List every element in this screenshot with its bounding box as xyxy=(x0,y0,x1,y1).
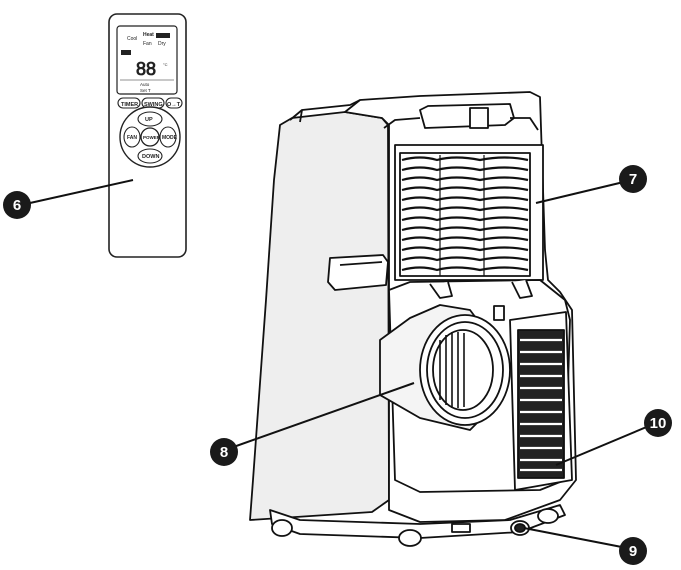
remote-auto-text: Auto xyxy=(140,82,150,87)
unit-side-handle xyxy=(327,254,389,291)
top-bracket xyxy=(419,103,515,129)
leader-6 xyxy=(29,179,134,204)
leader-lines xyxy=(29,179,657,550)
leader-8 xyxy=(224,382,415,451)
power-button-label: POWER xyxy=(143,135,161,140)
lock-button-label: O→T xyxy=(167,102,181,108)
remote-signal-bar xyxy=(156,33,170,38)
down-button-label: DOWN xyxy=(142,154,159,160)
mode-button-label: MODE xyxy=(162,135,178,141)
upper-grille-slats xyxy=(401,155,529,276)
callout-7-label: 7 xyxy=(629,171,637,188)
swing-button-label: SWING xyxy=(144,102,163,108)
down-button[interactable] xyxy=(137,148,163,164)
remote-mode-dry: Dry xyxy=(158,41,166,47)
callout-8: 8 xyxy=(210,438,238,466)
remote-screen xyxy=(116,25,178,95)
remote-mode-heat: Heat xyxy=(143,32,154,38)
lock-button[interactable] xyxy=(165,97,183,109)
remote-battery-bar xyxy=(121,50,131,55)
up-button-label: UP xyxy=(145,117,153,123)
remote-mode-cool: Cool xyxy=(127,36,137,42)
unit-base xyxy=(269,504,566,547)
callout-6: 6 xyxy=(3,191,31,219)
remote-mode-fan: Fan xyxy=(143,41,152,47)
caster-right xyxy=(537,508,559,524)
fan-button[interactable] xyxy=(123,126,141,148)
unit-side-panel xyxy=(249,111,390,521)
remote-digits: 88 xyxy=(136,59,156,79)
fan-button-label: FAN xyxy=(127,135,137,141)
callout-9-label: 9 xyxy=(629,543,637,560)
power-button[interactable] xyxy=(140,127,160,147)
caster-front-left xyxy=(271,519,293,537)
leader-10 xyxy=(555,422,657,466)
callout-6-label: 6 xyxy=(13,197,21,214)
callout-8-label: 8 xyxy=(220,444,228,461)
callout-10-label: 10 xyxy=(650,415,667,432)
timer-button-label: TIMER xyxy=(121,102,138,108)
callout-7: 7 xyxy=(619,165,647,193)
remote-set-text: Set T xyxy=(140,88,151,93)
leader-7 xyxy=(535,179,633,204)
callout-10: 10 xyxy=(644,409,672,437)
remote-unit-label: °C xyxy=(163,62,168,67)
leader-9 xyxy=(523,527,633,550)
remote-control: Cool Heat Fan Dry 88 °C Auto Set T TIMER… xyxy=(108,13,187,258)
up-button[interactable] xyxy=(137,111,163,127)
timer-button[interactable] xyxy=(117,97,141,109)
caster-front-middle xyxy=(398,529,422,547)
mode-button[interactable] xyxy=(159,126,177,148)
callout-9: 9 xyxy=(619,537,647,565)
lower-grille-slats xyxy=(520,338,562,472)
exhaust-outlet-inner xyxy=(432,329,494,411)
upper-filter-grille xyxy=(399,152,531,277)
top-tab xyxy=(469,107,489,129)
lower-filter-grille xyxy=(517,329,565,479)
exhaust-louvers xyxy=(439,332,465,408)
